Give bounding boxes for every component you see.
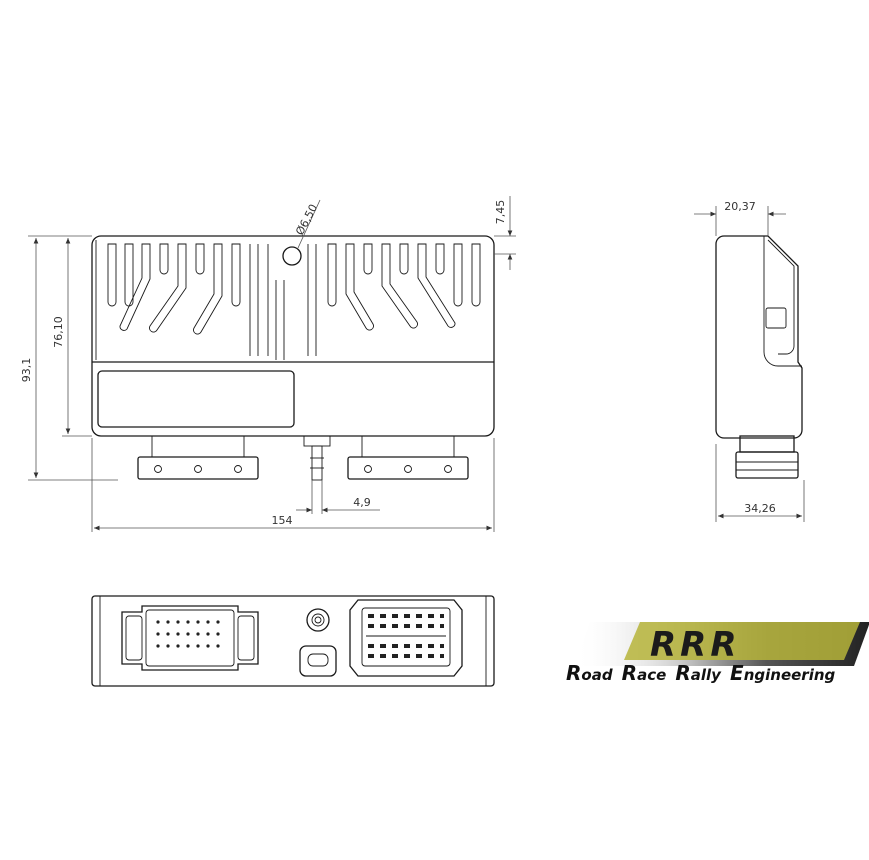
front-view	[91, 235, 495, 481]
mounting-hole	[282, 246, 302, 266]
right-pin-connector	[349, 599, 463, 677]
logo-letters: RRR	[650, 625, 741, 665]
pressure-nipple	[303, 435, 331, 481]
pressure-port	[299, 608, 337, 677]
side-view	[715, 235, 803, 479]
bottom-connector-right	[347, 436, 469, 480]
dim-total-width: 154	[272, 514, 293, 527]
rrr-logo: RRR Road Race Rally Engineering	[566, 622, 869, 685]
dim-side-depth: 34,26	[744, 502, 776, 515]
left-pin-connector	[121, 605, 259, 671]
bottom-view	[91, 595, 495, 687]
label-plate	[97, 370, 295, 428]
side-connector	[735, 435, 799, 479]
logo-tagline: Road Race Rally Engineering	[566, 661, 836, 685]
dim-body-height: 76,10	[52, 316, 65, 348]
side-housing	[715, 235, 803, 439]
dim-side-top-width: 20,37	[724, 200, 756, 213]
dim-pipe-width: 4,9	[353, 496, 371, 509]
bottom-housing	[91, 595, 495, 687]
housing-outline	[91, 235, 495, 437]
cooling-fins	[107, 243, 481, 360]
dim-top-offset: 7,45	[494, 200, 507, 225]
dim-hole-diameter: Ø6,50	[293, 202, 320, 237]
side-dimensions: 20,37 34,26	[694, 200, 805, 522]
dim-total-height: 93,1	[20, 358, 33, 383]
bottom-connector-left	[137, 436, 259, 480]
